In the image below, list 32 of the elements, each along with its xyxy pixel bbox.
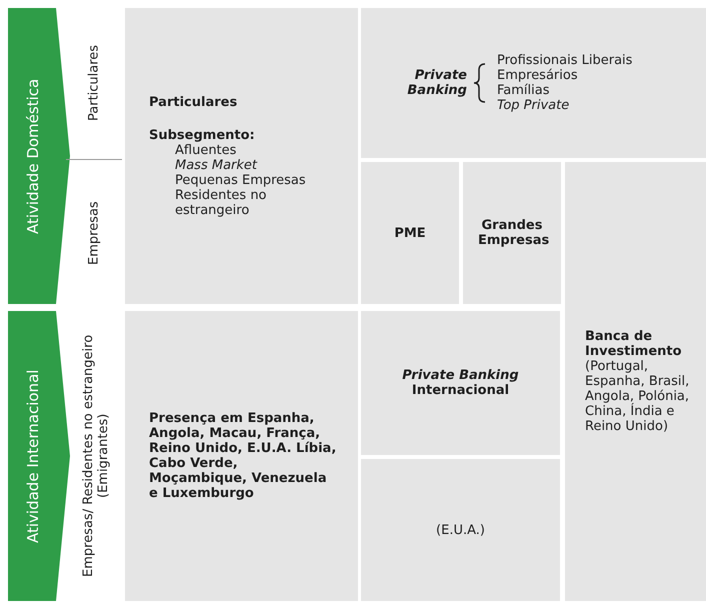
row-label: Particulares <box>86 44 102 124</box>
arrow-banner <box>8 311 70 601</box>
list-item: Pequenas Empresas <box>174 172 306 188</box>
row-label: Empresas <box>86 200 102 267</box>
list-item: Empresários <box>497 68 579 83</box>
list-item: Profissionais Liberais <box>497 53 632 68</box>
panel-heading: Banca de Investimento <box>585 329 683 359</box>
subheading: Subsegmento: <box>149 128 256 142</box>
segment-panel <box>125 311 358 601</box>
arrow-banner <box>8 8 70 304</box>
row-label: Empresas/ Residentes no estrangeiro (Emigrantes) <box>80 334 112 580</box>
panel-heading: Private Banking Internacional <box>401 368 520 398</box>
segment-panel <box>463 162 561 304</box>
segment-panel <box>361 459 560 601</box>
segment-panel <box>361 162 459 304</box>
panel-heading: Private Banking <box>406 68 467 98</box>
list-item: Famílias <box>497 83 550 98</box>
segment-panel <box>565 162 706 601</box>
banner-label: Atividade Internacional <box>23 368 43 545</box>
panel-text: Presença em Espanha, Angola, Macau, França, Reino Unido, E.U.A. Líbia, Cabo Verde, Moçambique, Venezuela e Luxemburgo <box>149 411 338 501</box>
segment-panel <box>361 311 560 455</box>
country-list: (Portugal, Espanha, Brasil, Angola, Polónia, China, Índia e Reino Unido) <box>585 359 697 434</box>
panel-heading: Particulares <box>149 94 238 110</box>
list-item: Top Private <box>497 98 570 113</box>
panel-heading: PME <box>394 226 426 240</box>
list-item: Residentes no estrangeiro <box>174 188 268 218</box>
banner-label: Atividade Doméstica <box>23 77 43 236</box>
segment-panel <box>125 8 358 304</box>
panel-heading: (E.U.A.) <box>436 522 485 538</box>
list-item: Afluentes <box>174 142 238 158</box>
list-item: Mass Market <box>174 158 258 172</box>
segment-panel <box>361 8 706 158</box>
